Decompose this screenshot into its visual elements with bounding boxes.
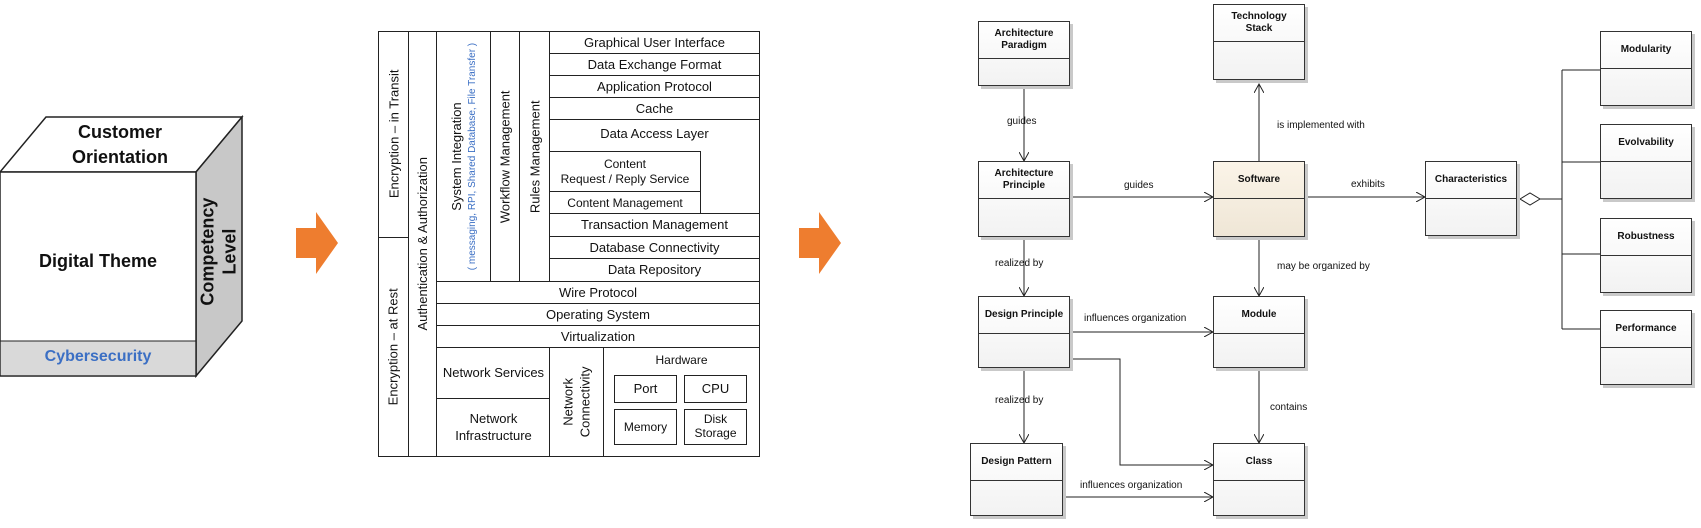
system-integration (436, 31, 492, 283)
uml-design-principle[interactable]: Design Principle (978, 296, 1070, 368)
cube-shape (0, 114, 244, 379)
label-contains: contains (1270, 402, 1308, 413)
rules-column (519, 31, 551, 283)
label-guides: guides (1124, 180, 1154, 191)
right-arrow-icon (799, 212, 841, 274)
label-may-be-organized-by: may be organized by (1277, 261, 1370, 272)
uml-architecture-paradigm[interactable]: Architecture Paradigm (978, 21, 1070, 86)
label-influences-organization: influences organization (1084, 313, 1187, 324)
label-influences-organization: influences organization (1080, 480, 1183, 491)
layer-content-mgmt: Content Management (549, 191, 701, 215)
layer-gui: Graphical User Interface (549, 31, 760, 55)
cube-bottom-label: Cybersecurity (44, 348, 152, 365)
layer-virtualization: Virtualization (436, 325, 760, 349)
uml-module[interactable]: Module (1213, 296, 1305, 368)
hw-cpu: CPU (684, 375, 747, 403)
uml-technology-stack[interactable]: Technology Stack (1213, 4, 1305, 80)
label-exhibits: exhibits (1351, 179, 1385, 190)
hw-memory: Memory (614, 409, 677, 445)
layer-repository: Data Repository (549, 258, 760, 283)
uml-architecture-principle[interactable]: Architecture Principle (978, 161, 1070, 237)
layer-database: Database Connectivity (549, 236, 760, 260)
cube-diagram: Customer Orientation Digital Theme Compe… (0, 0, 250, 400)
uml-evolvability[interactable]: Evolvability (1600, 124, 1692, 199)
cube-front-label: Digital Theme (38, 251, 158, 271)
hardware-label: Hardware (655, 353, 708, 367)
uml-software[interactable]: Software (1213, 161, 1305, 237)
uml-performance[interactable]: Performance (1600, 310, 1692, 385)
label-realized-by: realized by (995, 258, 1044, 269)
layer-stack: Encryption – in Transit Encryption – at … (378, 31, 760, 457)
right-arrow-icon (296, 212, 338, 274)
layer-transaction: Transaction Management (549, 213, 760, 238)
layer-content-request: Content Request / Reply Service (549, 151, 701, 193)
layer-network-services: Network Services (436, 347, 551, 400)
hw-port: Port (614, 375, 677, 403)
layer-os: Operating System (436, 303, 760, 327)
label-guides: guides (1007, 116, 1037, 127)
uml-modularity[interactable]: Modularity (1600, 31, 1692, 106)
label-is-implemented-with: is implemented with (1277, 120, 1365, 131)
layer-data-exchange: Data Exchange Format (549, 53, 760, 77)
hw-disk: Disk Storage (684, 409, 747, 445)
uml-robustness[interactable]: Robustness (1600, 218, 1692, 293)
label-realized-by: realized by (995, 395, 1044, 406)
layer-app-protocol: Application Protocol (549, 75, 760, 99)
layer-network-infra: Network Infrastructure (436, 398, 551, 457)
cube-top-label: Customer Orientation (71, 122, 168, 168)
uml-characteristics[interactable]: Characteristics (1425, 161, 1517, 236)
uml-class[interactable]: Class (1213, 443, 1305, 516)
uml-design-pattern[interactable]: Design Pattern (970, 443, 1063, 516)
